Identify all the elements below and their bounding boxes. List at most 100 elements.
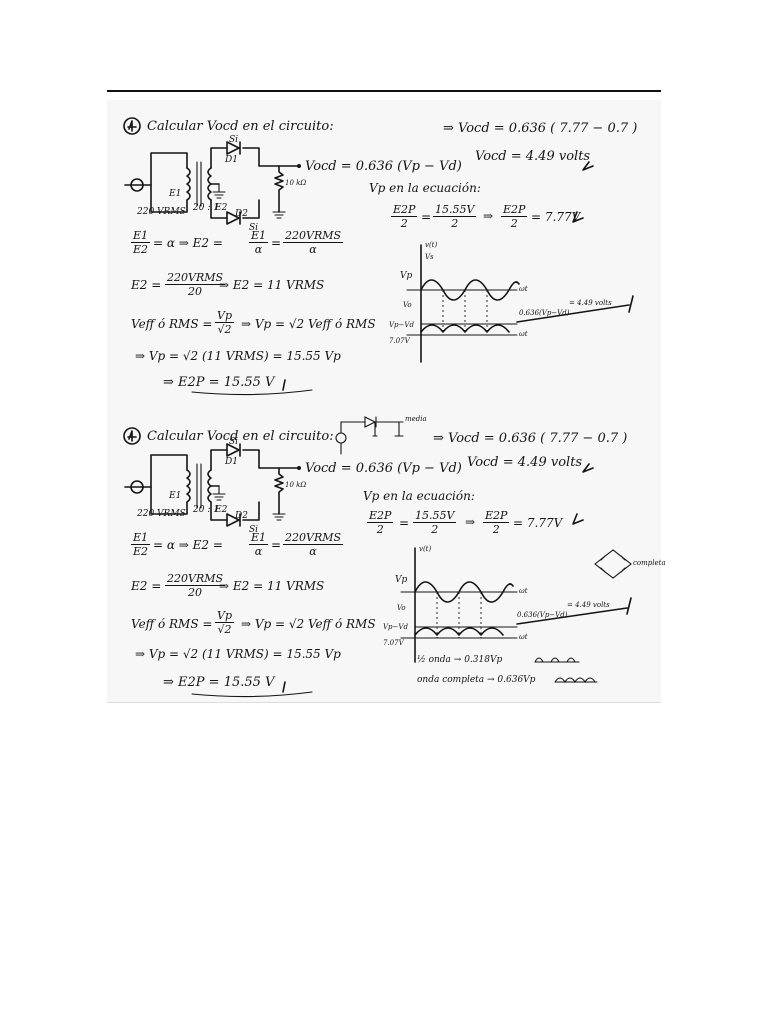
transformer-core-icon bbox=[196, 161, 202, 207]
ratio-f1-num-2: E1 bbox=[249, 531, 269, 545]
primary-wiring-2 bbox=[150, 454, 188, 515]
problem-panel-2: Calcular Vocd en el circuito: Si D1 E2 E… bbox=[107, 400, 666, 700]
vp-result-num-2: E2P bbox=[483, 509, 510, 523]
ratio-f1-fraction: E1 α bbox=[249, 229, 269, 256]
answer-mark-4 bbox=[582, 463, 594, 473]
ratio-rhs: = α ⇒ E2 = bbox=[153, 236, 223, 250]
ratio-lhs-den-2: E2 bbox=[133, 545, 149, 558]
ratio-equals-2: = bbox=[271, 538, 282, 552]
vp-result-den-2: 2 bbox=[492, 523, 500, 536]
ratio-f2-num: 220VRMS bbox=[283, 229, 344, 243]
e2p-result: ⇒ E2P = 15.55 V bbox=[163, 375, 275, 390]
half-wave-source-icon bbox=[335, 432, 347, 444]
diode-d2-label: D2 bbox=[235, 209, 248, 219]
ground-icon bbox=[212, 183, 226, 199]
graph-guide-lines bbox=[442, 290, 488, 335]
graph-wt-label-upper-2: ωt bbox=[519, 587, 528, 595]
e2-num: 220VRMS bbox=[165, 271, 226, 285]
graph-wt-label-lower: ωt bbox=[519, 330, 528, 338]
vp-equation-label-2: Vp en la ecuación: bbox=[363, 489, 475, 503]
graph-note-value-2: = 4.49 volts bbox=[567, 601, 610, 609]
ratio-f2-num-2: 220VRMS bbox=[283, 531, 344, 545]
vocd-formula: Vocd = 0.636 (Vp − Vd) bbox=[305, 159, 462, 174]
output-node bbox=[297, 164, 301, 168]
ratio-f2-fraction: 220VRMS α bbox=[283, 229, 344, 256]
half-wave-note: ½ onda → 0.318Vp bbox=[417, 655, 503, 665]
diode-si-label-bottom: Si bbox=[249, 223, 259, 233]
turns-ratio-label: 20 : 1 bbox=[193, 203, 219, 213]
input-sine-wave-2 bbox=[414, 581, 514, 603]
vp-eq-lhs-num-2: E2P bbox=[367, 509, 394, 523]
vp-calc-2: ⇒ Vp = √2 (11 VRMS) = 15.55 Vp bbox=[135, 647, 341, 661]
ratio-f2-den: α bbox=[309, 243, 317, 256]
veff-result: ⇒ Vp = √2 Veff ó RMS bbox=[241, 317, 376, 331]
graph-vp-label: Vp bbox=[400, 271, 413, 281]
diode-d1-label-2: D1 bbox=[225, 457, 238, 467]
e2-result-2: ⇒ E2 = 11 VRMS bbox=[219, 579, 325, 593]
primary-wiring bbox=[150, 152, 188, 213]
half-wave-label: media bbox=[405, 415, 427, 423]
coil-e1-label-2: E1 bbox=[169, 491, 182, 501]
diode-d2-icon-2 bbox=[226, 513, 241, 527]
full-wave-sketch bbox=[554, 677, 598, 684]
vp-result-fraction-2: E2P 2 bbox=[483, 509, 510, 536]
ratio-f1-den-2: α bbox=[254, 545, 263, 558]
vp-eq-equals: = bbox=[421, 210, 432, 224]
ratio-lhs-fraction: E1 E2 bbox=[131, 230, 151, 256]
vp-calc: ⇒ Vp = √2 (11 VRMS) = 15.55 Vp bbox=[135, 349, 341, 363]
ratio-f2-fraction-2: 220VRMS α bbox=[283, 531, 344, 558]
problem-number-circle bbox=[123, 117, 141, 135]
vp-eq-rhs-den-2: 2 bbox=[431, 523, 439, 536]
graph-707-label-2: 7.07V bbox=[383, 639, 404, 647]
load-ground-icon-2 bbox=[272, 513, 286, 521]
diode-si-label-bottom-2: Si bbox=[249, 525, 259, 535]
transformer-core-icon-2 bbox=[196, 463, 202, 509]
load-resistor-icon bbox=[274, 165, 284, 213]
source-voltage-label: 220 VRMS bbox=[137, 207, 186, 217]
veff-num-2: Vp bbox=[215, 609, 234, 623]
panel-2-drawings bbox=[123, 416, 632, 698]
diode-d1-icon-2 bbox=[226, 443, 241, 457]
graph-vpvd-label: Vp−Vd bbox=[389, 321, 414, 329]
load-ground-icon bbox=[272, 211, 286, 219]
vp-eq-arrow-2: ⇒ bbox=[465, 515, 476, 529]
secondary-wiring bbox=[210, 147, 300, 219]
e2-fraction-2: 220VRMS 20 bbox=[165, 573, 226, 599]
half-wave-sketch bbox=[534, 657, 580, 663]
vp-eq-lhs-den: 2 bbox=[400, 217, 408, 230]
vp-eq-lhs-fraction: E2P 2 bbox=[391, 204, 418, 230]
veff-lhs-2: Veff ó RMS = bbox=[131, 617, 213, 631]
answer-mark-6 bbox=[282, 681, 286, 693]
ratio-rhs-2: = α ⇒ E2 = bbox=[153, 538, 223, 552]
diode-si-label-top-2: Si bbox=[229, 437, 239, 447]
ratio-f1-fraction-2: E1 α bbox=[249, 531, 269, 558]
diode-d2-label-2: D2 bbox=[235, 511, 248, 521]
ground-icon-2 bbox=[212, 485, 226, 501]
graph-vt-label-2: v(t) bbox=[419, 545, 432, 553]
vocd-result: Vocd = 4.49 volts bbox=[475, 149, 591, 164]
answer-mark-5 bbox=[572, 513, 584, 525]
problem-title: Calcular Vocd en el circuito: bbox=[147, 119, 334, 134]
bridge-label: completa bbox=[633, 559, 666, 567]
graph-vo-label-2: Vo bbox=[397, 604, 406, 612]
coil-e2-label-2: E2 bbox=[215, 505, 228, 515]
vp-result-fraction: E2P 2 bbox=[501, 204, 528, 229]
e2-result: ⇒ E2 = 11 VRMS bbox=[219, 278, 325, 292]
graph-vs-label: Vs bbox=[425, 253, 434, 261]
graph-guide-lines-2 bbox=[436, 592, 482, 638]
e2-fraction: 220VRMS 20 bbox=[165, 271, 226, 297]
vocd-substitution: ⇒ Vocd = 0.636 ( 7.77 − 0.7 ) bbox=[443, 121, 638, 136]
e2-den-2: 20 bbox=[188, 586, 203, 599]
ratio-f1-den: α bbox=[254, 243, 263, 256]
graph-note-value: = 4.49 volts bbox=[569, 299, 612, 307]
ratio-f1-num: E1 bbox=[249, 229, 269, 243]
ratio-lhs-den: E2 bbox=[133, 243, 149, 256]
diode-d1-icon bbox=[226, 141, 241, 155]
ratio-equals: = bbox=[271, 236, 282, 250]
half-wave-diode-icon bbox=[364, 416, 377, 428]
turns-ratio-label-2: 20 : 1 bbox=[193, 505, 219, 515]
bridge-rectifier-icon bbox=[594, 549, 632, 579]
vp-equation-label: Vp en la ecuación: bbox=[369, 181, 481, 195]
load-resistor-label-2: 10 kΩ bbox=[285, 481, 307, 489]
ratio-f2-den-2: α bbox=[309, 545, 317, 558]
